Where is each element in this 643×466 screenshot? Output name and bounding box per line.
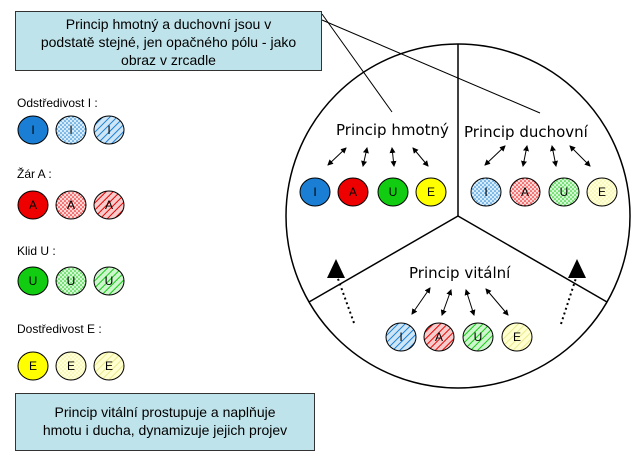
vitalni-A-letter: A xyxy=(435,330,443,344)
legend-U-solid-letter: U xyxy=(29,274,38,288)
duchovni-E-letter: E xyxy=(598,185,606,199)
vitalni-U-letter: U xyxy=(474,330,483,344)
legend-A-dots-letter: A xyxy=(67,198,75,212)
legend-E-solid xyxy=(17,351,49,381)
pointer-line-duchovni xyxy=(321,19,541,114)
hmotny-E-letter: E xyxy=(427,185,435,199)
legend-I-hatch xyxy=(93,115,125,145)
hmotny-A-letter: A xyxy=(349,185,357,199)
principle-title-duchovni: Princip duchovní xyxy=(464,123,588,141)
hmotny-ellipses xyxy=(299,177,447,207)
callout-top: Princip hmotný a duchovní jsou v podstat… xyxy=(15,11,322,71)
legend-U-dots-letter: U xyxy=(67,274,76,288)
duchovni-U-letter: U xyxy=(560,185,569,199)
legend-ellipses xyxy=(17,115,125,381)
legend-U-hatch-letter: U xyxy=(105,274,114,288)
legend-E-dots-letter: E xyxy=(67,359,75,373)
vitalni-I-letter: I xyxy=(399,330,402,344)
callout-bottom: Princip vitální prostupuje a naplňuje hm… xyxy=(15,393,315,451)
legend-label-klid: Klid U : xyxy=(17,244,56,258)
arrows-duchovni xyxy=(484,145,591,167)
pointer-line-hmotny xyxy=(321,13,393,113)
callout-bottom-line2: hmotu i ducha, dynamizuje jejich projev xyxy=(42,422,288,438)
legend-E-solid-letter: E xyxy=(29,359,37,373)
hmotny-U-letter: U xyxy=(389,185,398,199)
legend-A-dots xyxy=(55,190,87,220)
dotted-arrow-right xyxy=(560,277,577,325)
legend-A-hatch xyxy=(93,190,125,220)
divider-right xyxy=(457,215,608,303)
legend-I-solid-letter: I xyxy=(31,123,34,137)
legend-U-solid xyxy=(17,266,49,296)
principle-title-hmotny: Princip hmotný xyxy=(336,121,449,139)
legend-I-hatch-letter: I xyxy=(107,123,110,137)
legend-label-dostredivost: Dostředivost E : xyxy=(17,322,102,336)
duchovni-ellipses xyxy=(470,177,618,207)
legend-label-zar: Žár A : xyxy=(17,167,52,181)
arrow-head-left-icon xyxy=(327,259,345,278)
legend-U-hatch xyxy=(93,266,125,296)
legend-I-dots xyxy=(55,115,87,145)
arrows-hmotny xyxy=(327,147,429,167)
arrows-vitalni xyxy=(411,287,509,316)
callout-top-line3: obraz v zrcadle xyxy=(121,52,216,68)
divider-left xyxy=(308,215,459,303)
legend-I-solid xyxy=(17,115,49,145)
legend-U-dots xyxy=(55,266,87,296)
legend-E-hatch-letter: E xyxy=(105,359,113,373)
legend-A-solid-letter: A xyxy=(29,198,37,212)
duchovni-A-letter: A xyxy=(521,185,529,199)
legend-label-odstredivost: Odstředivost I : xyxy=(17,96,98,110)
duchovni-I-letter: I xyxy=(484,185,487,199)
legend-E-dots xyxy=(55,351,87,381)
legend-A-hatch-letter: A xyxy=(105,198,113,212)
vitalni-E-letter: E xyxy=(513,330,521,344)
vitalni-ellipses xyxy=(385,322,533,352)
principle-title-vitalni: Princip vitální xyxy=(409,264,511,282)
legend-I-dots-letter: I xyxy=(69,123,72,137)
dotted-arrow-left xyxy=(336,275,355,324)
legend-A-solid xyxy=(17,190,49,220)
callout-top-line1: Princip hmotný a duchovní jsou v xyxy=(65,16,272,32)
hmotny-I-letter: I xyxy=(313,185,316,199)
callout-bottom-line1: Princip vitální prostupuje a naplňuje xyxy=(54,404,276,420)
callout-top-line2: podstatě stejné, jen opačného pólu - jak… xyxy=(40,34,297,50)
legend-E-hatch xyxy=(93,351,125,381)
arrow-head-right-icon xyxy=(568,259,586,278)
